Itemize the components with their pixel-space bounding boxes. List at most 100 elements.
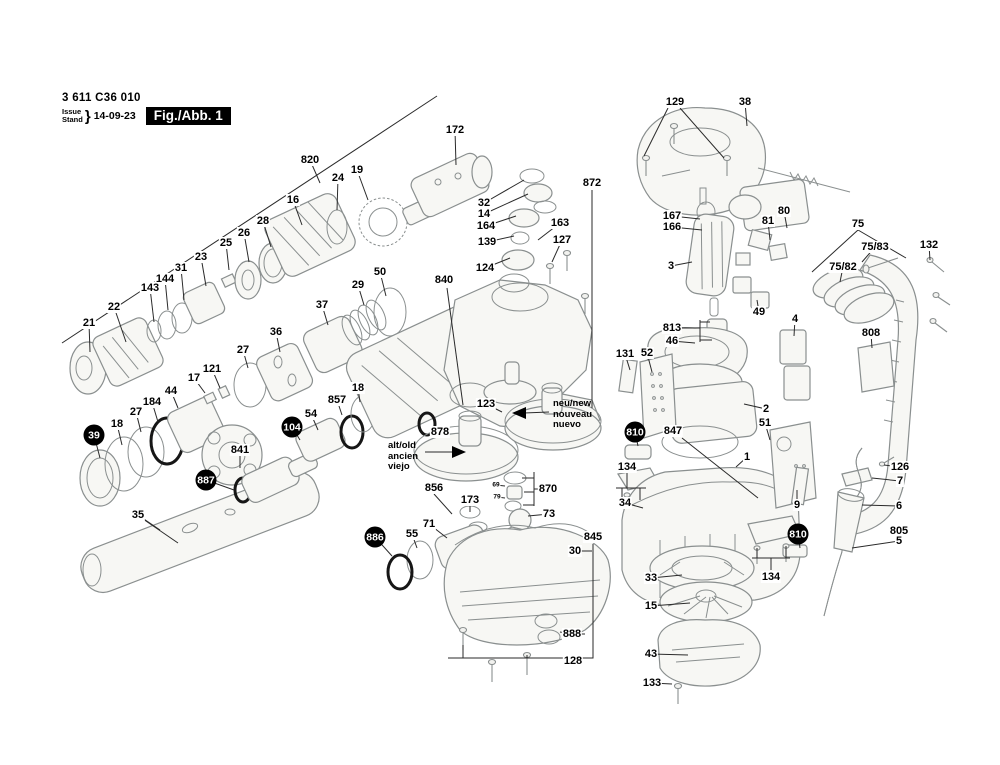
part-label-888: 888 — [561, 628, 583, 640]
part-label-172: 172 — [444, 124, 466, 136]
part-label-128: 128 — [562, 655, 584, 667]
issue-word-de: Stand — [62, 115, 83, 124]
part-label-129: 129 — [664, 96, 686, 108]
part-label-30: 30 — [567, 545, 583, 557]
drawing-header: 3 611 C36 010 Issue Stand } 14-09-23 Fig… — [62, 92, 231, 125]
part-label-123: 123 — [475, 398, 497, 410]
new-part-arrow — [512, 407, 526, 419]
part-label-19: 19 — [349, 164, 365, 176]
part-label-872: 872 — [581, 177, 603, 189]
part-label-32: 32 — [476, 197, 492, 209]
part-label-7: 7 — [895, 475, 905, 487]
part-label-37: 37 — [314, 299, 330, 311]
part-label-166: 166 — [661, 221, 683, 233]
part-label-75-82: 75/82 — [828, 261, 858, 273]
part-label-38: 38 — [737, 96, 753, 108]
bracket-lines — [61, 95, 907, 659]
part-label-43: 43 — [643, 648, 659, 660]
old-part-arrow — [452, 446, 466, 458]
part-label-808: 808 — [860, 327, 882, 339]
part-label-9: 9 — [792, 499, 802, 511]
part-label-104: 104 — [281, 416, 303, 438]
part-label-33: 33 — [643, 572, 659, 584]
part-label-805: 805 — [888, 525, 910, 537]
part-label-80: 80 — [776, 205, 792, 217]
issue-row: Issue Stand } 14-09-23 Fig./Abb. 1 — [62, 107, 231, 125]
part-label-81: 81 — [760, 215, 776, 227]
part-label-46: 46 — [664, 335, 680, 347]
part-label-50: 50 — [372, 266, 388, 278]
part-label-810: 810 — [624, 421, 646, 443]
part-label-27: 27 — [235, 344, 251, 356]
part-label-184: 184 — [141, 396, 163, 408]
note-arrows — [425, 407, 550, 458]
part-label-27: 27 — [128, 406, 144, 418]
part-label-52: 52 — [639, 347, 655, 359]
part-label-173: 173 — [459, 494, 481, 506]
part-label-124: 124 — [474, 262, 496, 274]
part-label-2: 2 — [761, 403, 771, 415]
part-label-887: 887 — [195, 469, 217, 491]
part-label-69: 69 — [491, 481, 501, 489]
part-label-133: 133 — [641, 677, 663, 689]
part-label-23: 23 — [193, 251, 209, 263]
part-label-79: 79 — [492, 493, 502, 501]
part-label-28: 28 — [255, 215, 271, 227]
part-label-840: 840 — [433, 274, 455, 286]
part-label-167: 167 — [661, 210, 683, 222]
part-label-31: 31 — [173, 262, 189, 274]
issue-words: Issue Stand — [62, 108, 83, 124]
part-label-34: 34 — [617, 497, 633, 509]
part-label-51: 51 — [757, 417, 773, 429]
hammer-tube-drawing — [79, 287, 407, 594]
issue-date: 14-09-23 — [93, 110, 136, 122]
part-label-73: 73 — [541, 508, 557, 520]
part-label-841: 841 — [229, 444, 251, 456]
part-label-29: 29 — [350, 279, 366, 291]
part-label-1: 1 — [742, 451, 752, 463]
figure-badge: Fig./Abb. 1 — [145, 107, 231, 125]
part-label-18: 18 — [109, 418, 125, 430]
part-label-163: 163 — [549, 217, 571, 229]
part-label-856: 856 — [423, 482, 445, 494]
issue-word-en: Issue — [62, 107, 82, 116]
part-label-886: 886 — [364, 526, 386, 548]
part-label-845: 845 — [582, 531, 604, 543]
part-label-22: 22 — [106, 301, 122, 313]
type-number: 3 611 C36 010 — [62, 92, 141, 104]
part-label-44: 44 — [163, 385, 179, 397]
new-part-note: neu/new nouveau nuevo — [553, 398, 593, 430]
part-label-127: 127 — [551, 234, 573, 246]
part-label-847: 847 — [662, 425, 684, 437]
part-label-21: 21 — [81, 317, 97, 329]
part-label-71: 71 — [421, 518, 437, 530]
part-label-810: 810 — [787, 523, 809, 545]
motor-assembly-drawing — [617, 107, 851, 704]
part-label-3: 3 — [666, 260, 676, 272]
part-label-36: 36 — [268, 326, 284, 338]
part-label-134: 134 — [616, 461, 638, 473]
part-label-15: 15 — [643, 600, 659, 612]
part-label-16: 16 — [285, 194, 301, 206]
part-label-26: 26 — [236, 227, 252, 239]
part-label-5: 5 — [894, 535, 904, 547]
part-label-25: 25 — [218, 237, 234, 249]
part-label-857: 857 — [326, 394, 348, 406]
part-label-139: 139 — [476, 236, 498, 248]
part-label-55: 55 — [404, 528, 420, 540]
part-label-132: 132 — [918, 239, 940, 251]
old-part-note: alt/old ancien viejo — [388, 440, 419, 472]
part-label-820: 820 — [299, 154, 321, 166]
part-label-49: 49 — [751, 306, 767, 318]
issue-brace: } — [84, 107, 91, 125]
part-label-54: 54 — [303, 408, 319, 420]
part-label-75: 75 — [850, 218, 866, 230]
part-label-813: 813 — [661, 322, 683, 334]
part-label-35: 35 — [130, 509, 146, 521]
part-label-75-83: 75/83 — [860, 241, 890, 253]
part-label-24: 24 — [330, 172, 346, 184]
part-label-17: 17 — [186, 372, 202, 384]
part-label-14: 14 — [476, 208, 492, 220]
